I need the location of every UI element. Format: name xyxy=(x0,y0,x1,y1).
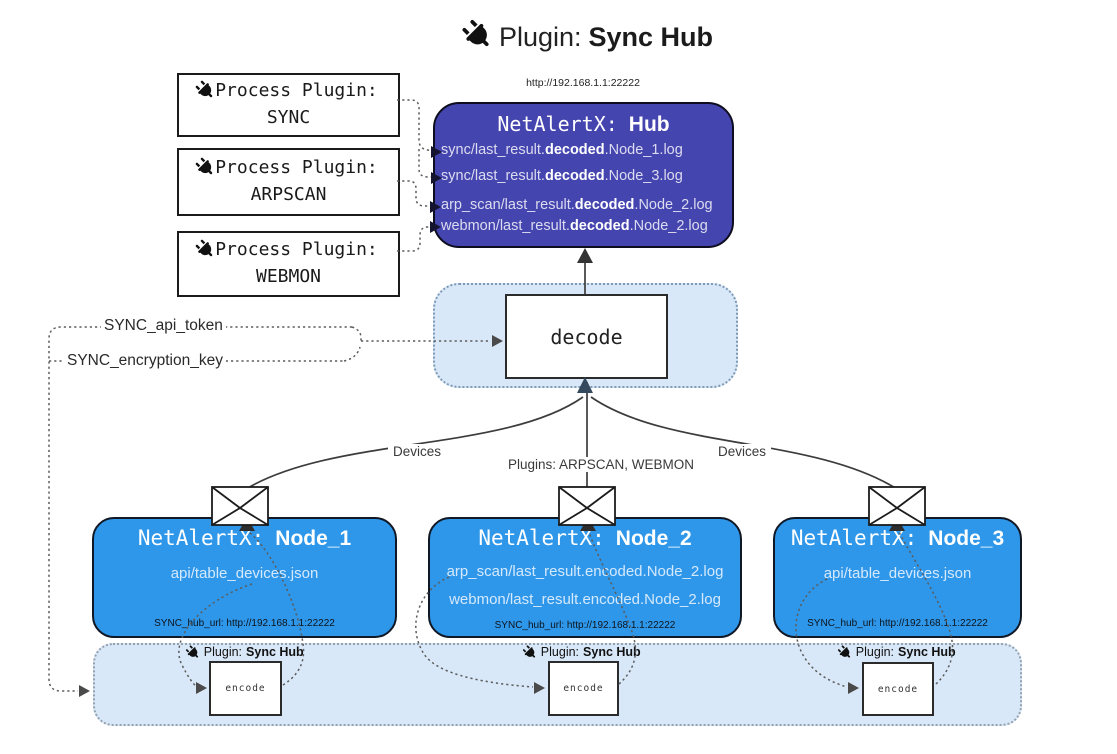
encoder-label: Plugin:Sync Hub xyxy=(838,645,958,662)
process-plugin-label: Process Plugin: xyxy=(215,239,378,260)
page-title-name: Sync Hub xyxy=(588,21,714,52)
encode-box-2: encode xyxy=(548,661,619,716)
hub-url-label: http://192.168.1.1:22222 xyxy=(526,77,640,89)
hub-title: NetAlertX: Hub xyxy=(433,112,734,137)
decode-label: decode xyxy=(550,324,623,349)
process-plugin-label: Process Plugin: xyxy=(215,157,378,178)
page-title-prefix: Plugin: xyxy=(498,21,582,52)
encoder-label: Plugin:Sync Hub xyxy=(186,645,306,662)
node-hub-url: SYNC_hub_url: http://192.168.1.1:22222 xyxy=(807,618,988,629)
node-title: NetAlertX:Node_3 xyxy=(790,526,1005,550)
encoder-label: Plugin:Sync Hub xyxy=(523,645,643,662)
node-file: webmon/last_result.encoded.Node_2.log xyxy=(449,591,721,608)
hub-box xyxy=(433,102,734,248)
hub-file-row: sync/last_result.decoded.Node_1.log xyxy=(441,142,683,158)
decode-box: decode xyxy=(505,294,668,379)
hub-file-row: sync/last_result.decoded.Node_3.log xyxy=(441,168,683,184)
plug-icon xyxy=(184,643,205,664)
plug-icon xyxy=(458,15,503,60)
node-file: api/table_devices.json xyxy=(170,565,319,582)
hub-title-prefix: NetAlertX: xyxy=(497,112,618,136)
plug-icon xyxy=(836,643,857,664)
process-plugin-box-sync: Process Plugin: SYNC xyxy=(177,73,400,137)
hub-title-name: Hub xyxy=(628,113,670,136)
hub-file-row: webmon/last_result.decoded.Node_2.log xyxy=(441,218,708,234)
process-plugin-name: WEBMON xyxy=(255,266,322,287)
process-plugin-label: Process Plugin: xyxy=(215,80,378,101)
hub-file-row: arp_scan/last_result.decoded.Node_2.log xyxy=(441,197,713,213)
node-hub-url: SYNC_hub_url: http://192.168.1.1:22222 xyxy=(154,618,335,629)
process-plugin-box-webmon: Process Plugin: WEBMON xyxy=(177,231,400,297)
node-title: NetAlertX:Node_1 xyxy=(137,526,352,550)
node-hub-url: SYNC_hub_url: http://192.168.1.1:22222 xyxy=(494,620,676,631)
page-title: Plugin: Sync Hub xyxy=(420,16,760,58)
process-plugin-box-arpscan: Process Plugin: ARPSCAN xyxy=(177,148,400,216)
encode-box-1: encode xyxy=(209,661,282,716)
node-title: NetAlertX:Node_2 xyxy=(478,526,692,550)
process-plugin-name: ARPSCAN xyxy=(250,184,327,205)
plug-icon xyxy=(521,643,542,664)
node-file: arp_scan/last_result.encoded.Node_2.log xyxy=(446,563,724,580)
encode-box-3: encode xyxy=(862,662,934,716)
process-plugin-name: SYNC xyxy=(266,107,311,128)
node-file: api/table_devices.json xyxy=(823,565,972,582)
